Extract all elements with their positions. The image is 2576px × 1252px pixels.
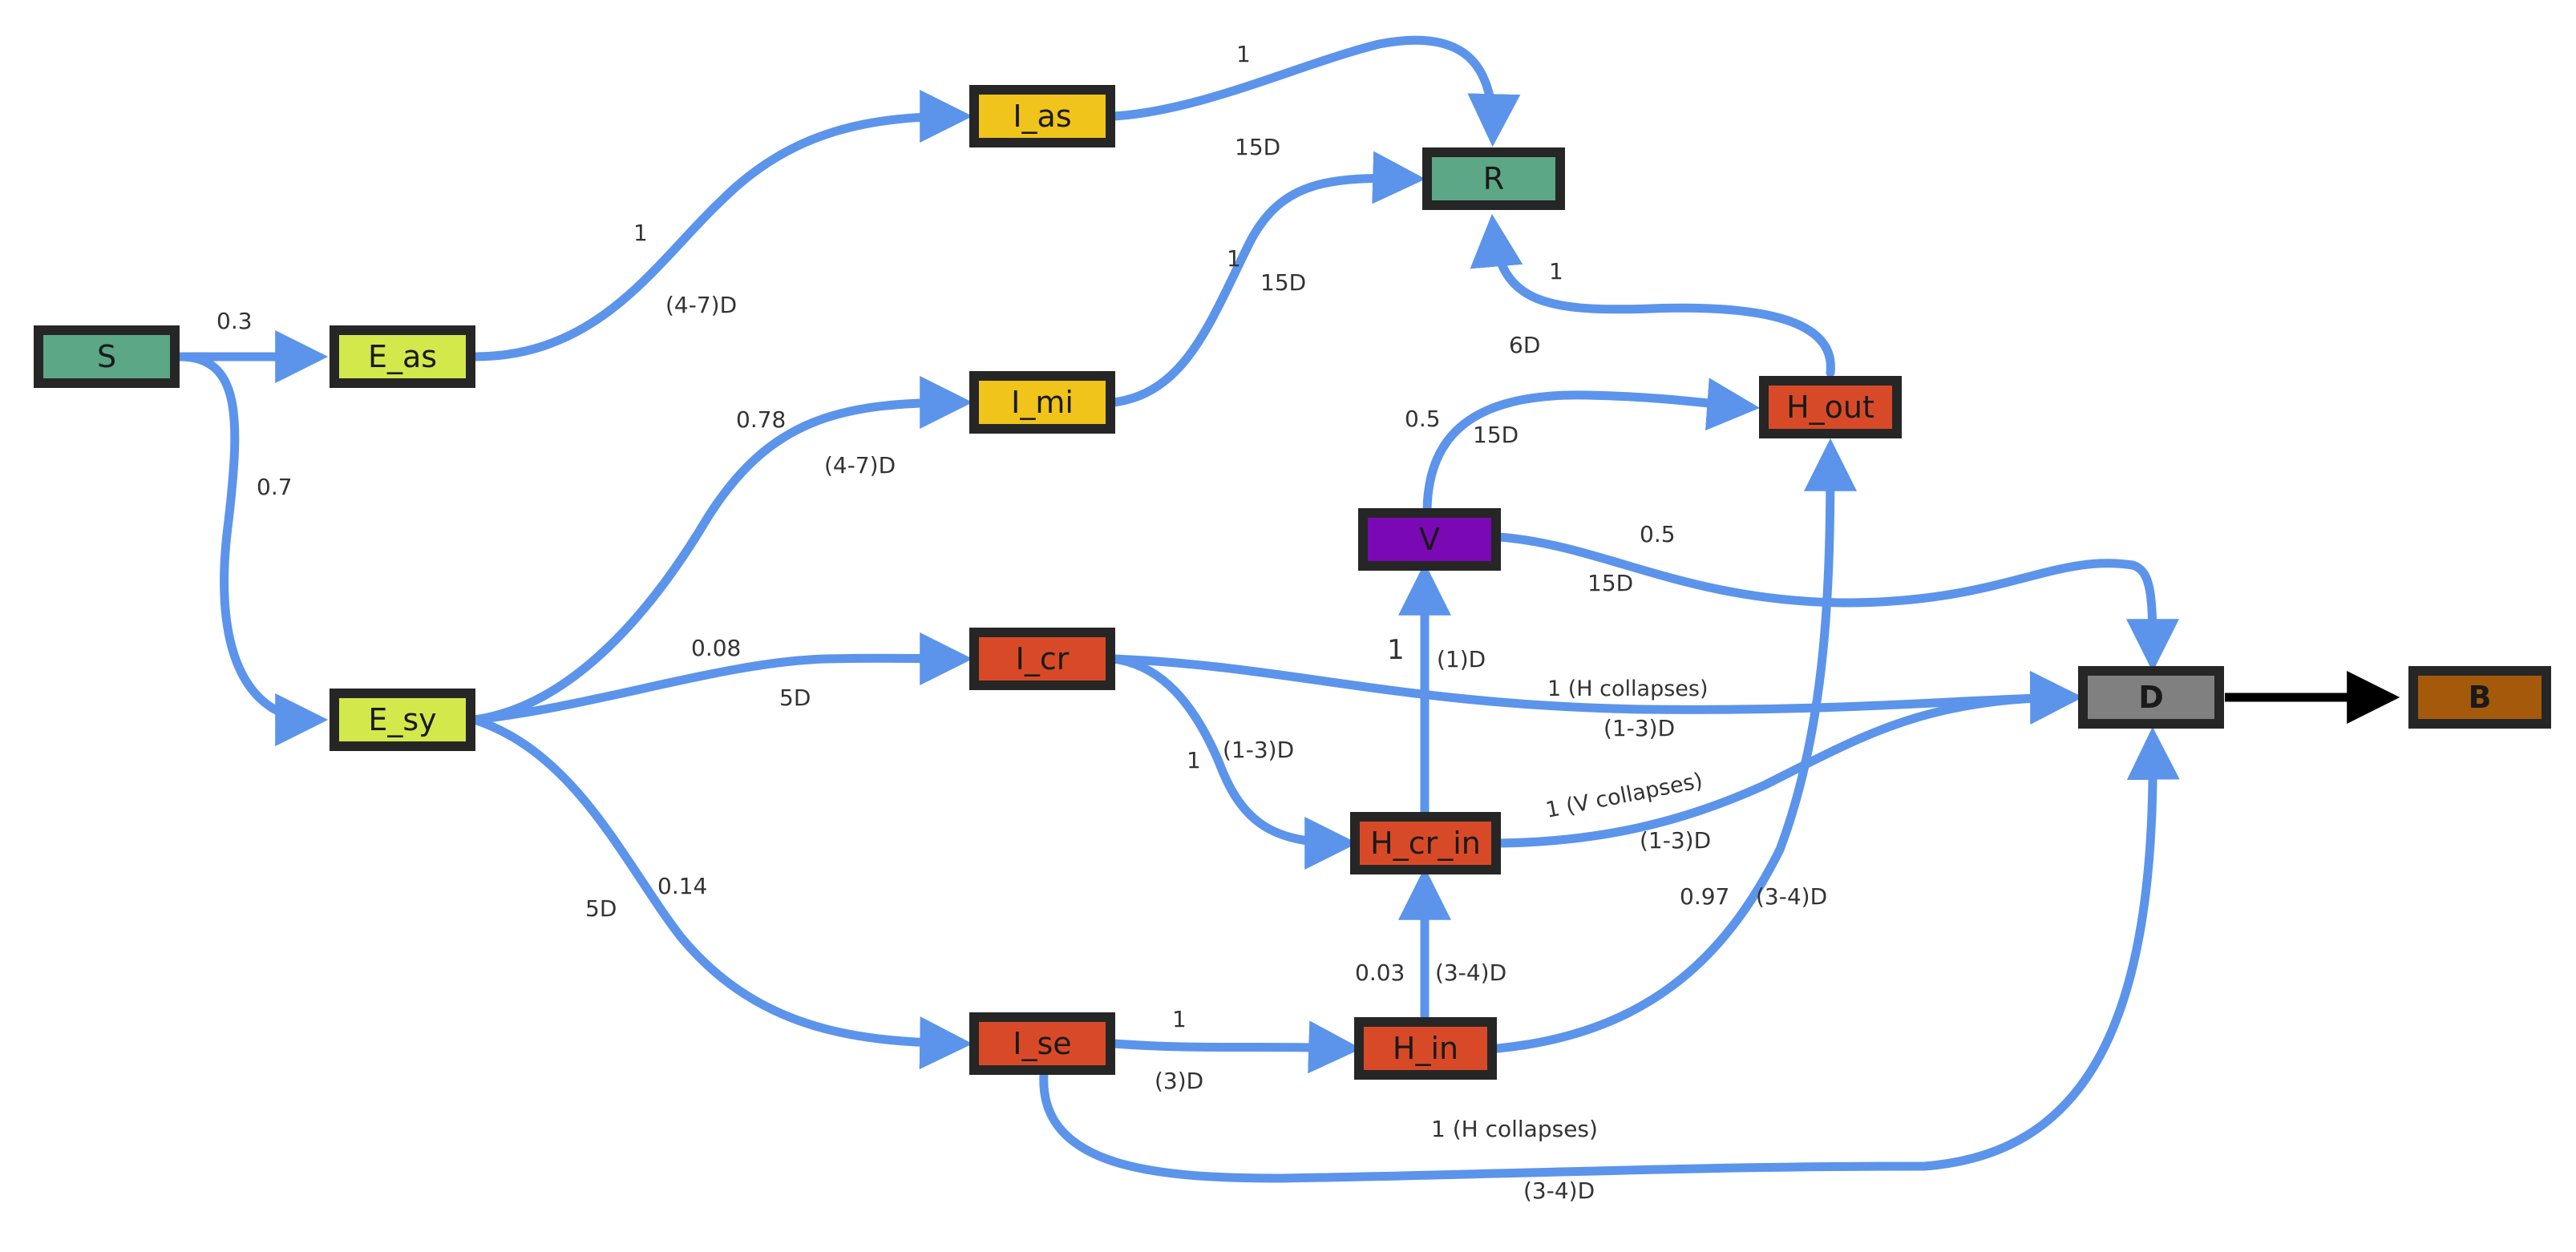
label-e-sy-i-se-prob: 0.14 — [657, 873, 707, 899]
svg-text:I_cr: I_cr — [1016, 641, 1070, 676]
svg-text:D: D — [2138, 680, 2164, 715]
svg-text:I_as: I_as — [1013, 99, 1071, 134]
edge-v-to-d — [1494, 532, 2179, 672]
svg-text:V: V — [1419, 522, 1440, 557]
edge-h-out-to-r — [1470, 213, 1835, 378]
label-e-as-i-as-prob: 1 — [633, 220, 648, 246]
edge-h-in-to-h-out — [1493, 438, 1857, 1053]
label-i-as-r-time: 15D — [1235, 134, 1280, 160]
label-h-cr-in-v-prob: 1 — [1387, 634, 1405, 666]
edge-e-sy-to-i-mi — [470, 376, 973, 725]
label-i-se-d-prob: 1 (H collapses) — [1431, 1116, 1598, 1142]
label-i-se-h-in-time: (3)D — [1155, 1068, 1203, 1094]
edge-e-sy-to-i-se — [470, 715, 973, 1070]
edge-i-cr-to-d — [1109, 654, 2084, 725]
label-h-in-h-out-prob: 0.97 — [1680, 883, 1729, 910]
svg-text:E_sy: E_sy — [368, 702, 436, 737]
svg-text:H_in: H_in — [1393, 1031, 1458, 1066]
label-i-cr-d-time: (1-3)D — [1603, 715, 1675, 741]
svg-text:B: B — [2469, 680, 2492, 715]
label-i-mi-r-time: 15D — [1260, 269, 1306, 296]
label-e-sy-i-cr-prob: 0.08 — [691, 635, 741, 661]
svg-text:R: R — [1483, 161, 1504, 196]
svg-text:S: S — [97, 339, 116, 374]
label-s-e-sy-prob: 0.7 — [257, 474, 293, 500]
node-s: S — [34, 325, 180, 388]
label-e-sy-i-mi-time: (4-7)D — [824, 452, 896, 479]
label-h-cr-in-d-time: (1-3)D — [1640, 827, 1711, 854]
label-i-se-d-time: (3-4)D — [1523, 1177, 1595, 1204]
label-v-h-out-prob: 0.5 — [1405, 406, 1441, 432]
node-i-se: I_se — [969, 1012, 1115, 1075]
svg-text:I_mi: I_mi — [1011, 385, 1074, 420]
label-v-h-out-time: 15D — [1473, 422, 1519, 448]
node-v: V — [1358, 508, 1501, 571]
label-i-as-r-prob: 1 — [1236, 41, 1251, 67]
label-e-sy-i-se-time: 5D — [585, 895, 617, 922]
node-e-sy: E_sy — [330, 689, 475, 751]
edges — [175, 35, 2400, 1183]
node-i-as: I_as — [969, 85, 1115, 147]
svg-text:I_se: I_se — [1013, 1026, 1071, 1061]
label-h-in-h-cr-in-prob: 0.03 — [1355, 959, 1405, 986]
edge-v-to-h-out — [1422, 378, 1761, 518]
label-h-cr-in-v-time: (1)D — [1437, 646, 1486, 672]
label-i-se-h-in-prob: 1 — [1172, 1006, 1187, 1032]
svg-text:H_cr_in: H_cr_in — [1370, 826, 1481, 861]
node-h-out: H_out — [1759, 376, 1902, 438]
edge-i-as-to-r — [1109, 35, 1521, 147]
edge-i-cr-to-h-cr-in — [1109, 654, 1358, 870]
node-r: R — [1422, 147, 1565, 210]
edge-e-sy-to-i-cr — [470, 632, 973, 725]
edge-s-to-e-sy — [175, 352, 329, 746]
node-i-cr: I_cr — [969, 628, 1115, 690]
svg-text:H_out: H_out — [1786, 390, 1874, 425]
label-h-in-h-cr-in-time: (3-4)D — [1435, 959, 1506, 986]
label-h-in-h-out-time: (3-4)D — [1756, 883, 1827, 910]
label-e-sy-i-mi-prob: 0.78 — [736, 406, 786, 433]
node-i-mi: I_mi — [969, 371, 1115, 434]
node-d: D — [2078, 666, 2224, 729]
edge-i-mi-to-r — [1109, 151, 1426, 407]
nodes: S E_as E_sy I_as I_mi I_cr I_se R — [34, 85, 2551, 1080]
label-e-as-i-as-time: (4-7)D — [665, 292, 737, 318]
label-i-cr-h-cr-in-time: (1-3)D — [1223, 737, 1294, 763]
label-v-d-prob: 0.5 — [1640, 521, 1676, 547]
label-i-cr-h-cr-in-prob: 1 — [1187, 747, 1201, 773]
node-e-as: E_as — [330, 325, 475, 388]
label-i-mi-r-prob: 1 — [1227, 245, 1241, 272]
edge-h-cr-in-to-d — [1494, 671, 2084, 848]
label-h-out-r-time: 6D — [1509, 332, 1540, 358]
edge-i-se-to-d — [1039, 726, 2180, 1183]
node-h-cr-in: H_cr_in — [1350, 812, 1501, 874]
edge-i-se-to-h-in — [1109, 1020, 1362, 1074]
label-s-e-as-prob: 0.3 — [216, 308, 253, 334]
node-b: B — [2408, 666, 2551, 729]
label-i-cr-d-prob: 1 (H collapses) — [1547, 676, 1709, 701]
edge-e-as-to-i-as — [470, 90, 973, 361]
svg-text:E_as: E_as — [368, 339, 437, 374]
label-h-out-r-prob: 1 — [1549, 258, 1563, 285]
label-e-sy-i-cr-time: 5D — [779, 685, 811, 711]
node-h-in: H_in — [1354, 1017, 1497, 1080]
label-v-d-time: 15D — [1587, 570, 1633, 596]
